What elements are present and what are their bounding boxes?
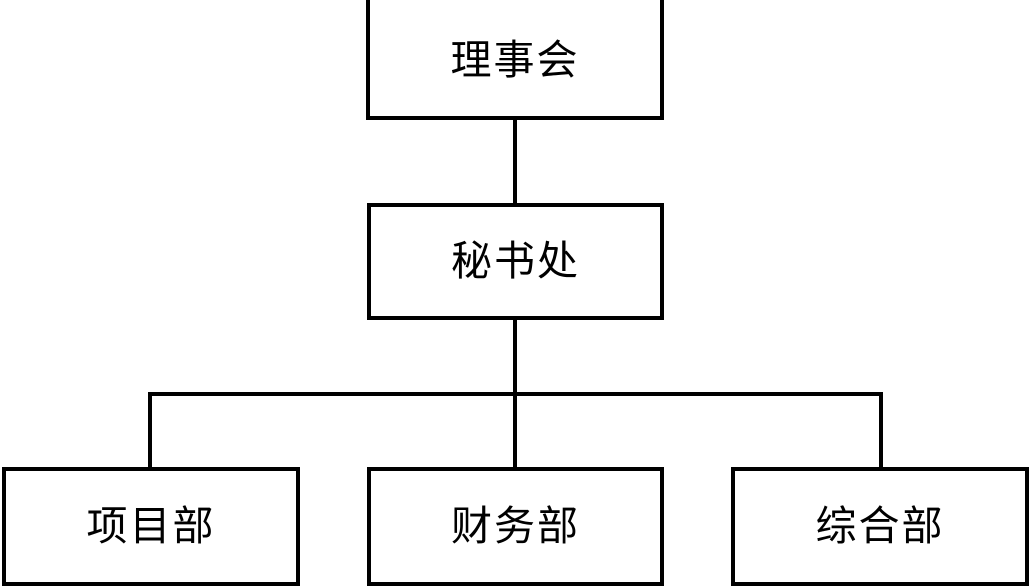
node-board[interactable]: 理事会 xyxy=(366,0,664,120)
node-secretariat-label: 秘书处 xyxy=(451,237,580,285)
connector-board-to-secretariat xyxy=(513,116,517,206)
node-finance-label: 财务部 xyxy=(451,502,580,550)
node-finance[interactable]: 财务部 xyxy=(367,467,664,586)
node-project-label: 项目部 xyxy=(86,502,216,550)
node-project[interactable]: 项目部 xyxy=(2,467,300,586)
connector-horizontal-bus xyxy=(148,392,883,396)
node-general[interactable]: 综合部 xyxy=(731,467,1029,586)
node-secretariat[interactable]: 秘书处 xyxy=(367,203,664,320)
connector-bus-to-project xyxy=(148,392,152,471)
node-board-label: 理事会 xyxy=(450,35,580,84)
node-general-label: 综合部 xyxy=(815,502,945,550)
connector-bus-to-general xyxy=(879,392,883,471)
